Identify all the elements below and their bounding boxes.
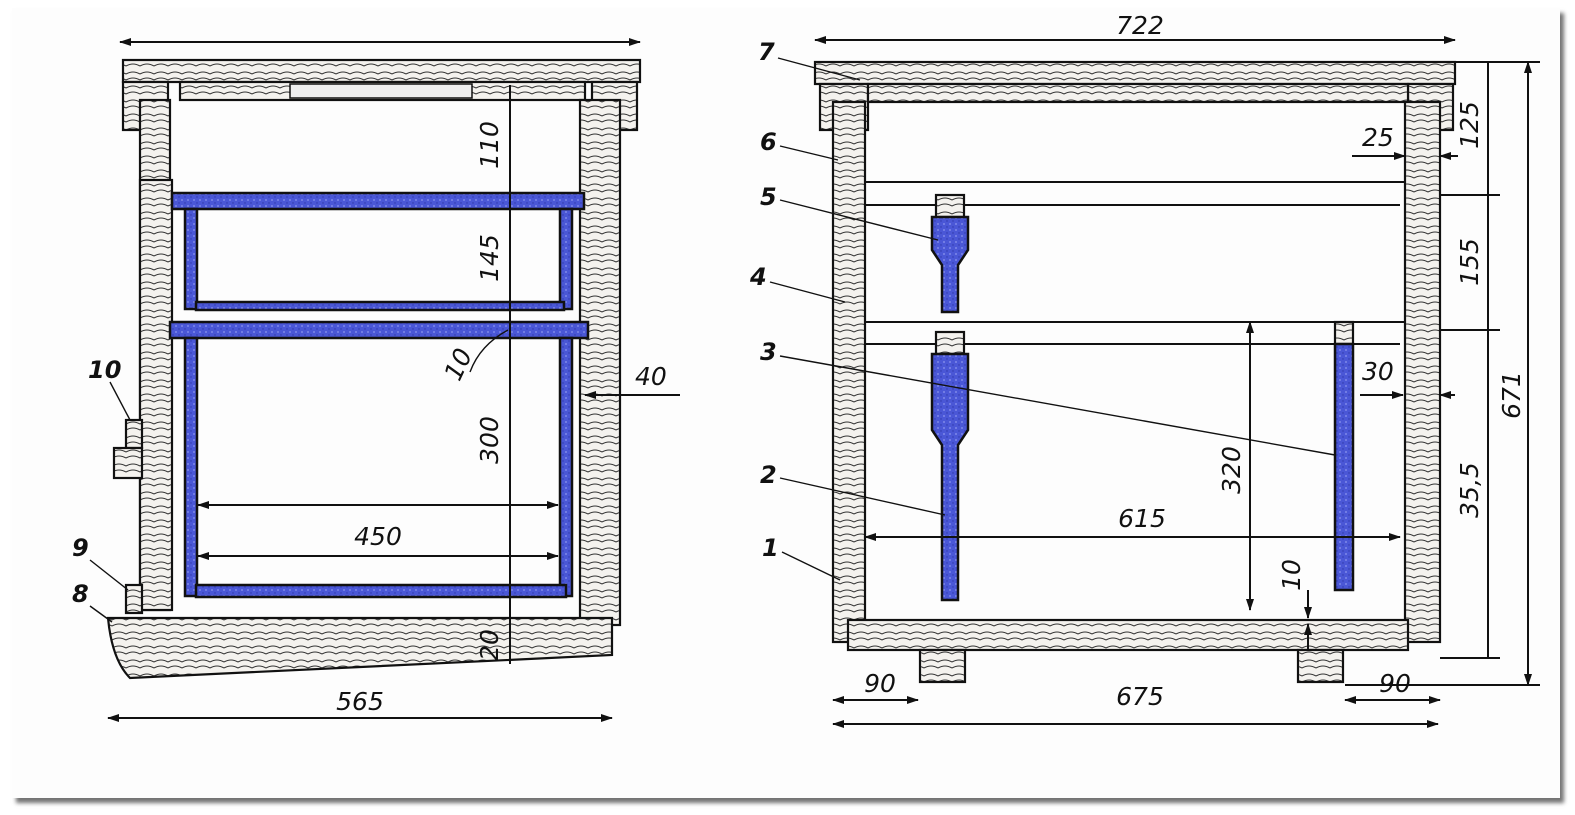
right-part-label-4: 4 [749, 263, 767, 291]
right-wall-right [1403, 100, 1442, 644]
left-dim-20: 20 [475, 629, 504, 661]
left-lower-frame-bottom-bar [194, 583, 568, 599]
left-handle [112, 446, 144, 480]
left-dim-300: 300 [475, 416, 504, 464]
right-dim-722: 722 [1116, 11, 1164, 40]
right-foot-right [1296, 648, 1345, 684]
left-lower-frame-top-bar [168, 320, 590, 340]
right-part-label-3: 3 [760, 338, 777, 366]
right-foot-left [918, 648, 967, 684]
right-dim-320: 320 [1217, 446, 1246, 494]
right-dim-25: 25 [1362, 123, 1394, 152]
left-dim-565: 565 [336, 687, 384, 716]
right-dim-30: 30 [1362, 357, 1394, 386]
left-wall-right [578, 98, 622, 627]
left-part-9-block [124, 583, 144, 615]
right-part-label-6: 6 [760, 128, 777, 156]
right-dim-671: 671 [1497, 371, 1526, 419]
right-dim-675: 675 [1116, 682, 1164, 711]
left-part-8-leader [89, 605, 113, 623]
right-part-7-leader [777, 57, 861, 81]
left-dim-450: 450 [354, 522, 402, 551]
right-part-label-2: 2 [760, 461, 777, 489]
right-dim-10: 10 [1277, 559, 1306, 591]
right-side-frame-top [1333, 320, 1355, 346]
left-wall-left-inner [138, 178, 174, 612]
left-upper-frame-side-right [558, 207, 574, 311]
left-ceiling-slot [289, 83, 473, 99]
right-part-2-leader [779, 477, 946, 516]
right-dim-90-right: 90 [1379, 669, 1411, 698]
left-dim-10-leader [469, 329, 509, 373]
right-view: 722 125 155 35,5 671 25 30 320 615 10 90… [749, 11, 1540, 728]
left-part-label-8: 8 [72, 580, 89, 608]
right-dim-355: 35,5 [1455, 462, 1484, 518]
right-part-4-leader [769, 281, 846, 303]
left-upper-frame-bottom-bar [194, 300, 566, 312]
right-ceiling-board [866, 82, 1410, 104]
left-dim-110: 110 [475, 121, 504, 169]
right-part-label-5: 5 [760, 183, 777, 211]
left-dim-145: 145 [475, 234, 504, 282]
right-part-label-1: 1 [762, 534, 779, 562]
left-part-10-leader [109, 381, 131, 421]
left-part-10-block [124, 418, 144, 450]
right-part-5-leader [779, 199, 939, 241]
right-part-3-leader [779, 355, 1336, 456]
left-dim-10: 10 [438, 344, 478, 385]
left-view: 110 145 10 300 20 40 450 565 10 9 8 [72, 38, 680, 722]
right-dim-615: 615 [1118, 504, 1166, 533]
right-dim-155: 155 [1455, 238, 1484, 286]
right-upper-frame-top [934, 193, 966, 219]
right-lower-frame-side [930, 352, 970, 602]
left-upper-frame-top-bar [170, 191, 586, 211]
left-roof [121, 58, 642, 84]
right-dim-125: 125 [1455, 101, 1484, 149]
right-lower-frame-top [934, 330, 966, 356]
left-bottom-board [106, 616, 614, 680]
right-roof [813, 60, 1457, 86]
right-side-frame [1333, 342, 1355, 592]
left-dim-40: 40 [635, 362, 667, 391]
left-lower-frame-side-right [558, 336, 574, 598]
right-floor [846, 618, 1410, 652]
right-wall-left [831, 100, 867, 644]
left-part-9-leader [89, 559, 129, 591]
right-part-6-leader [779, 145, 839, 161]
left-part-label-9: 9 [72, 534, 89, 562]
right-part-label-7: 7 [758, 38, 775, 66]
left-upper-frame-side-left [183, 207, 199, 311]
left-part-label-10: 10 [88, 356, 121, 384]
left-lower-frame-side-left [183, 336, 199, 598]
right-dim-90-left: 90 [864, 669, 896, 698]
right-upper-frame-side [930, 215, 970, 314]
right-part-1-leader [781, 551, 841, 581]
